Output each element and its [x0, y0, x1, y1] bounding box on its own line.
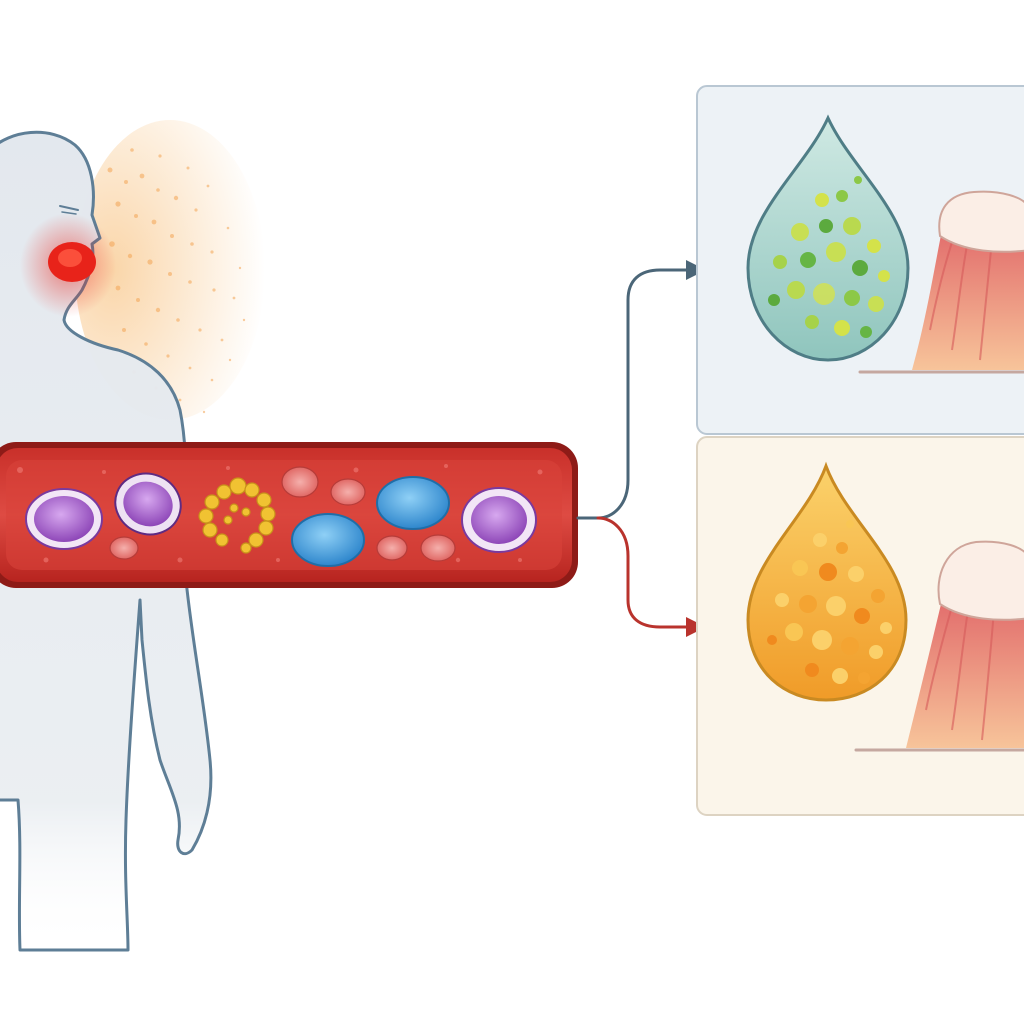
green-particles	[768, 176, 890, 338]
orange-particles	[767, 520, 892, 684]
white-cell-violet	[114, 472, 182, 536]
white-cell-purple	[25, 488, 103, 550]
yellow-granule-cluster	[198, 477, 276, 554]
panel-top	[696, 85, 1024, 435]
blood-vessel-icon	[0, 442, 578, 588]
green-droplet-icon	[746, 114, 910, 362]
gum-tissue-icon-bottom	[854, 540, 1024, 752]
white-cell-purple-right	[461, 487, 537, 553]
gum-tissue-icon	[858, 190, 1024, 374]
blue-cells	[291, 476, 450, 567]
panel-bottom	[696, 436, 1024, 816]
inflamed-throat-icon	[20, 213, 116, 317]
yellow-droplet-icon	[746, 461, 908, 702]
branch-arrows	[576, 268, 692, 629]
red-blood-cells	[109, 466, 456, 562]
